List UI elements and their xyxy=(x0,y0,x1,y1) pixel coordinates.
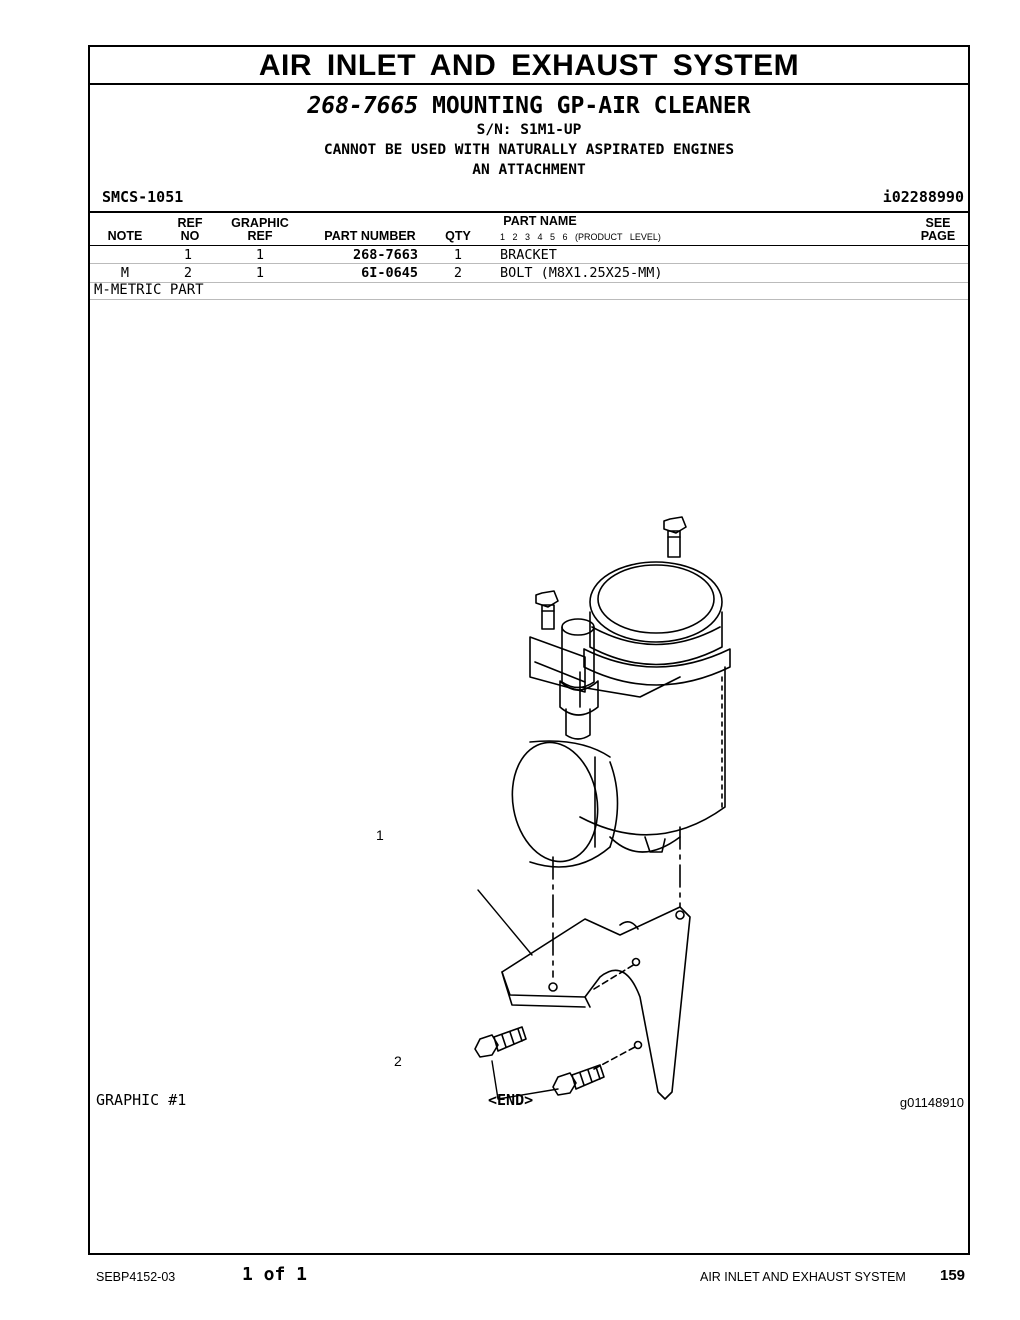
row-part-name: BRACKET xyxy=(500,247,557,263)
group-title: 268-7665 MOUNTING GP-AIR CLEANER xyxy=(90,93,968,119)
row-ref: 2 xyxy=(183,265,193,281)
page-frame: AIR INLET AND EXHAUST SYSTEM 268-7665 MO… xyxy=(88,45,970,1255)
footer-page-of: 1 of 1 xyxy=(242,1264,308,1285)
col-graphic-bottom: REF xyxy=(247,229,273,243)
col-note: NOTE xyxy=(107,229,143,243)
col-see-top: SEE xyxy=(925,216,951,230)
footer-section: AIR INLET AND EXHAUST SYSTEM xyxy=(700,1270,906,1284)
header-rule xyxy=(90,211,968,213)
col-see-bottom: PAGE xyxy=(920,229,956,243)
section-title: AIR INLET AND EXHAUST SYSTEM xyxy=(90,47,968,85)
row-graphic-ref: 1 xyxy=(255,265,265,281)
table-row: M 2 1 6I-0645 2 BOLT (M8X1.25X25-MM) xyxy=(90,264,968,283)
row-graphic-ref: 1 xyxy=(255,247,265,263)
smcs-code: SMCS-1051 xyxy=(102,188,184,206)
row-part-number[interactable]: 268-7663 xyxy=(352,247,418,263)
row-qty: 1 xyxy=(453,247,463,263)
notes-row-rule xyxy=(90,283,968,300)
product-level: 1 2 3 4 5 6 (PRODUCT LEVEL) xyxy=(500,232,661,242)
end-label: <END> xyxy=(488,1091,534,1109)
serial-number: S/N: S1M1-UP xyxy=(476,122,582,138)
left-bolt-icon xyxy=(535,590,559,630)
col-graphic-top: GRAPHIC xyxy=(231,216,289,230)
col-part-name: PART NAME xyxy=(503,214,577,228)
info-id: i02288990 xyxy=(882,188,964,206)
row-part-number[interactable]: 6I-0645 xyxy=(361,265,418,281)
air-cleaner-diagram xyxy=(474,516,731,1100)
row-part-name: BOLT (M8X1.25X25-MM) xyxy=(500,265,663,281)
graphic-id: g01148910 xyxy=(899,1095,964,1110)
footer-page-number: 159 xyxy=(940,1267,966,1284)
row-qty: 2 xyxy=(453,265,463,281)
callout-2: 2 xyxy=(394,1053,402,1069)
bracket-icon xyxy=(501,906,691,1100)
metric-note: M-METRIC PART xyxy=(94,282,204,298)
footer-doc-number: SEBP4152-03 xyxy=(96,1270,176,1284)
top-bolt-icon xyxy=(663,516,687,558)
bolt-icon xyxy=(552,1064,605,1096)
air-cleaner-body-icon xyxy=(511,561,731,868)
col-ref-top: REF xyxy=(177,216,203,230)
table-row: 1 1 268-7663 1 BRACKET xyxy=(90,245,968,264)
group-name: MOUNTING GP-AIR CLEANER xyxy=(432,93,751,119)
group-part-number[interactable]: 268-7665 xyxy=(307,93,419,119)
col-ref-bottom: NO xyxy=(180,229,200,243)
row-note: M xyxy=(120,265,130,281)
row-ref: 1 xyxy=(183,247,193,263)
group-note-1: CANNOT BE USED WITH NATURALLY ASPIRATED … xyxy=(323,142,735,158)
col-part-number: PART NUMBER xyxy=(324,229,416,243)
callout-1: 1 xyxy=(376,827,384,843)
bolt-icon xyxy=(474,1026,527,1058)
graphic-label: GRAPHIC #1 xyxy=(96,1091,187,1109)
group-note-2: AN ATTACHMENT xyxy=(472,162,586,178)
col-qty: QTY xyxy=(445,229,471,243)
